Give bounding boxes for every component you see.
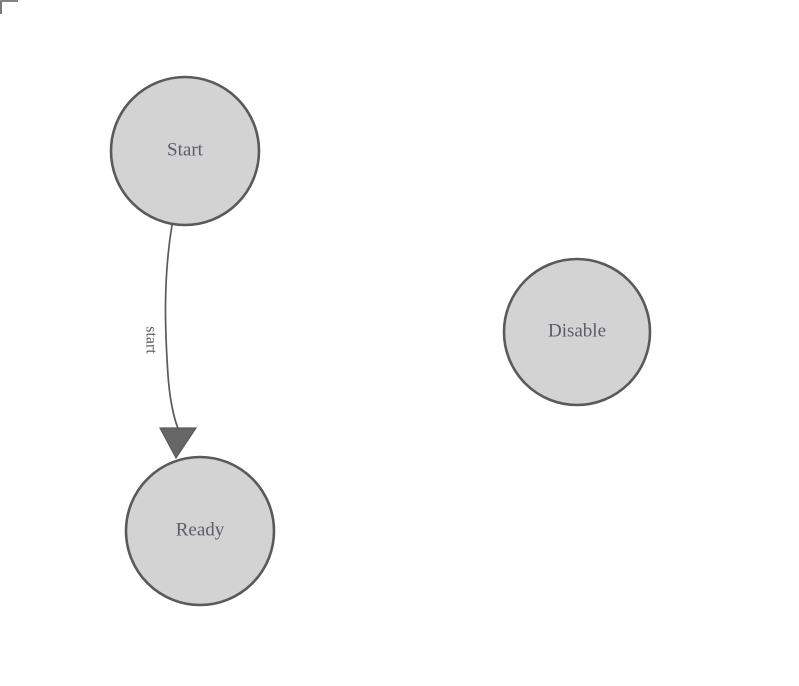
state-node-ready-shape[interactable] bbox=[124, 455, 276, 607]
edge-line bbox=[164, 224, 180, 431]
canvas-corner-marker-icon bbox=[0, 0, 18, 14]
state-node-ready-label: Ready bbox=[176, 519, 225, 540]
state-node-disable[interactable]: Disable bbox=[502, 257, 652, 407]
state-node-disable-label: Disable bbox=[548, 320, 606, 341]
edge-start-to-ready[interactable]: start bbox=[142, 224, 198, 460]
state-node-start-shape[interactable] bbox=[109, 75, 261, 227]
state-node-start-label: Start bbox=[167, 139, 204, 160]
arrowhead-icon bbox=[159, 427, 198, 460]
edge-label-start: start bbox=[142, 326, 159, 354]
state-node-ready[interactable]: Ready bbox=[124, 455, 276, 607]
state-node-disable-shape[interactable] bbox=[502, 257, 652, 407]
state-node-start[interactable]: Start bbox=[109, 75, 261, 227]
